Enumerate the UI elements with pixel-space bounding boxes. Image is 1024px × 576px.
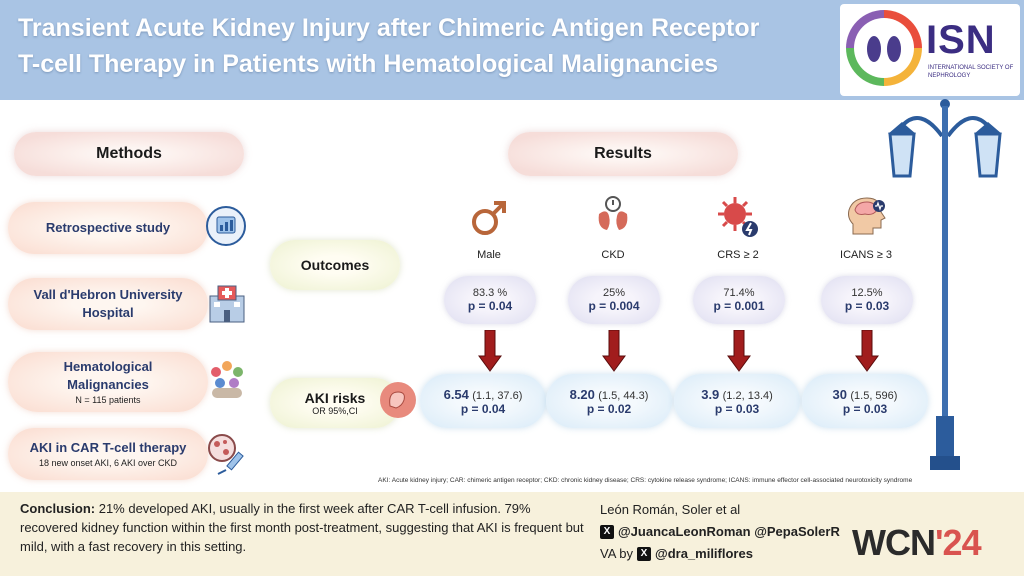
down-arrow-icon bbox=[602, 330, 626, 372]
isn-logo: ISN INTERNATIONAL SOCIETY OF NEPHROLOGY bbox=[840, 4, 1020, 96]
logo-text: ISN bbox=[926, 18, 996, 62]
method-hospital: Vall d'Hebron University Hospital bbox=[8, 278, 208, 330]
aki-risk-male: 6.54 (1.1, 37.6) p = 0.04 bbox=[420, 374, 546, 428]
author-handles: X @JuancaLeonRoman @PepaSolerR bbox=[600, 521, 840, 543]
street-lamp-icon bbox=[888, 99, 1002, 470]
chart-study-icon bbox=[206, 206, 246, 246]
results-heading: Results bbox=[508, 132, 738, 176]
method-retrospective: Retrospective study bbox=[8, 202, 208, 254]
hospital-icon bbox=[209, 285, 245, 323]
outcome-stat-ckd: 25% p = 0.004 bbox=[568, 276, 660, 324]
title-line-1: Transient Acute Kidney Injury after Chim… bbox=[18, 14, 760, 42]
x-logo-icon: X bbox=[600, 525, 614, 539]
outcome-stat-icans: 12.5% p = 0.03 bbox=[821, 276, 913, 324]
brain-head-icon bbox=[848, 197, 886, 235]
method-malignancies: Hematological Malignancies N = 115 patie… bbox=[8, 352, 208, 412]
page-title: Transient Acute Kidney Injury after Chim… bbox=[18, 10, 818, 82]
isn-emblem-icon bbox=[846, 10, 922, 86]
down-arrow-icon bbox=[478, 330, 502, 372]
methods-heading: Methods bbox=[14, 132, 244, 176]
authors-line: León Román, Soler et al bbox=[600, 502, 741, 517]
authors-block: León Román, Soler et al X @JuancaLeonRom… bbox=[600, 499, 840, 565]
abbreviations-note: AKI: Acute kidney injury; CAR: chimeric … bbox=[378, 477, 913, 484]
outcomes-label: Outcomes bbox=[270, 240, 400, 290]
col-label-icans: ICANS ≥ 3 bbox=[840, 249, 892, 261]
aki-risks-label: AKI risks OR 95%,CI bbox=[270, 378, 400, 428]
outcome-stat-crs: 71.4% p = 0.001 bbox=[693, 276, 785, 324]
down-arrow-icon bbox=[855, 330, 879, 372]
kidney-injury-icon bbox=[380, 382, 416, 418]
kidney-icon bbox=[598, 196, 628, 230]
col-label-ckd: CKD bbox=[601, 249, 625, 261]
wcn-logo: WCN'24 bbox=[852, 522, 982, 563]
cell-syringe-icon bbox=[208, 434, 244, 475]
x-logo-icon: X bbox=[637, 547, 652, 561]
footer-band bbox=[0, 492, 1024, 576]
outcome-stat-male: 83.3 % p = 0.04 bbox=[444, 276, 536, 324]
aki-risk-icans: 30 (1.5, 596) p = 0.03 bbox=[802, 374, 928, 428]
down-arrow-icon bbox=[727, 330, 751, 372]
cytokine-cell-icon bbox=[718, 197, 758, 237]
aki-risk-crs: 3.9 (1.2, 13.4) p = 0.03 bbox=[674, 374, 800, 428]
col-label-crs: CRS ≥ 2 bbox=[717, 249, 759, 261]
conclusion-text: Conclusion: 21% developed AKI, usually i… bbox=[20, 501, 584, 554]
patients-group-icon bbox=[211, 361, 243, 398]
va-credit: VA by X @dra_miliflores bbox=[600, 546, 753, 561]
aki-risk-ckd: 8.20 (1.5, 44.3) p = 0.02 bbox=[546, 374, 672, 428]
title-line-2: T-cell Therapy in Patients with Hematolo… bbox=[18, 50, 719, 78]
logo-subtitle: INTERNATIONAL SOCIETY OF NEPHROLOGY bbox=[928, 65, 1014, 79]
male-symbol-icon bbox=[472, 201, 506, 235]
method-aki-car-t: AKI in CAR T-cell therapy 18 new onset A… bbox=[8, 428, 208, 480]
col-label-male: Male bbox=[477, 249, 501, 261]
